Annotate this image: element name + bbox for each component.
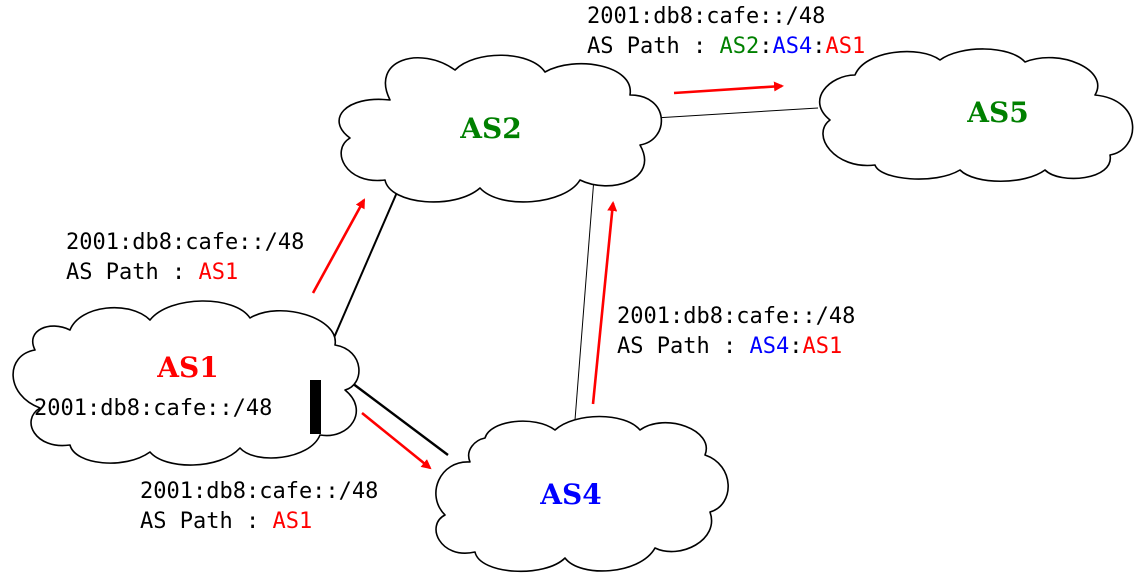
announcement-prefix: 2001:db8:cafe::/48: [617, 304, 855, 329]
as1-prefix: 2001:db8:cafe::/48: [34, 396, 272, 421]
as-path-hop: AS1: [198, 260, 238, 285]
announcement-as-path: AS Path : AS2:AS4:AS1: [587, 34, 865, 59]
as5-label: AS5: [966, 96, 1028, 129]
as-path-hop: AS1: [825, 34, 865, 59]
as1-label: AS1: [156, 351, 218, 384]
announcement-as-path: AS Path : AS1: [140, 509, 312, 534]
as-path-hop: AS4: [772, 34, 812, 59]
announcement-as-path: AS Path : AS1: [66, 260, 238, 285]
as-path-label: AS Path :: [66, 260, 198, 285]
arrow-as2-to-as5: [673, 81, 784, 95]
prefix-origin-bar: [310, 380, 321, 434]
as-path-label: AS Path :: [617, 334, 749, 359]
as-path-separator: :: [789, 334, 802, 359]
announcement-prefix: 2001:db8:cafe::/48: [587, 4, 825, 29]
as-path-hop: AS1: [802, 334, 842, 359]
as5-cloud: [818, 48, 1134, 183]
as-path-separator: :: [759, 34, 772, 59]
as-path-hop: AS2: [719, 34, 759, 59]
as2-cloud: [338, 54, 663, 203]
as-path-label: AS Path :: [587, 34, 719, 59]
announcement-as4-to-as2: 2001:db8:cafe::/48 AS Path : AS4:AS1: [617, 304, 855, 359]
arrow-as4-to-as2: [591, 201, 618, 405]
link-as2-as4: [574, 177, 595, 421]
announcement-prefix: 2001:db8:cafe::/48: [140, 479, 378, 504]
link-as2-as5: [654, 107, 819, 119]
propagation-arrows: [311, 81, 784, 470]
announcement-as2-to-as5: 2001:db8:cafe::/48 AS Path : AS2:AS4:AS1: [587, 4, 865, 59]
announcement-prefix: 2001:db8:cafe::/48: [66, 230, 304, 255]
as-path-separator: :: [812, 34, 825, 59]
arrow-as1-to-as2: [311, 198, 366, 294]
link-as1-as2: [332, 189, 399, 341]
as-path-hop: AS4: [749, 334, 789, 359]
arrow-as1-to-as4: [361, 411, 432, 470]
as4-cloud: [435, 415, 729, 573]
links: [332, 107, 819, 456]
as-path-hop: AS1: [272, 509, 312, 534]
announcement-as-path: AS Path : AS4:AS1: [617, 334, 842, 359]
as1-cloud: [12, 300, 360, 466]
announcement-as1-to-as2: 2001:db8:cafe::/48 AS Path : AS1: [66, 230, 304, 285]
as2-label: AS2: [459, 112, 521, 145]
as4-label: AS4: [539, 478, 601, 511]
as-path-label: AS Path :: [140, 509, 272, 534]
link-as1-as4: [351, 382, 449, 456]
announcement-as1-to-as4: 2001:db8:cafe::/48 AS Path : AS1: [140, 479, 378, 534]
